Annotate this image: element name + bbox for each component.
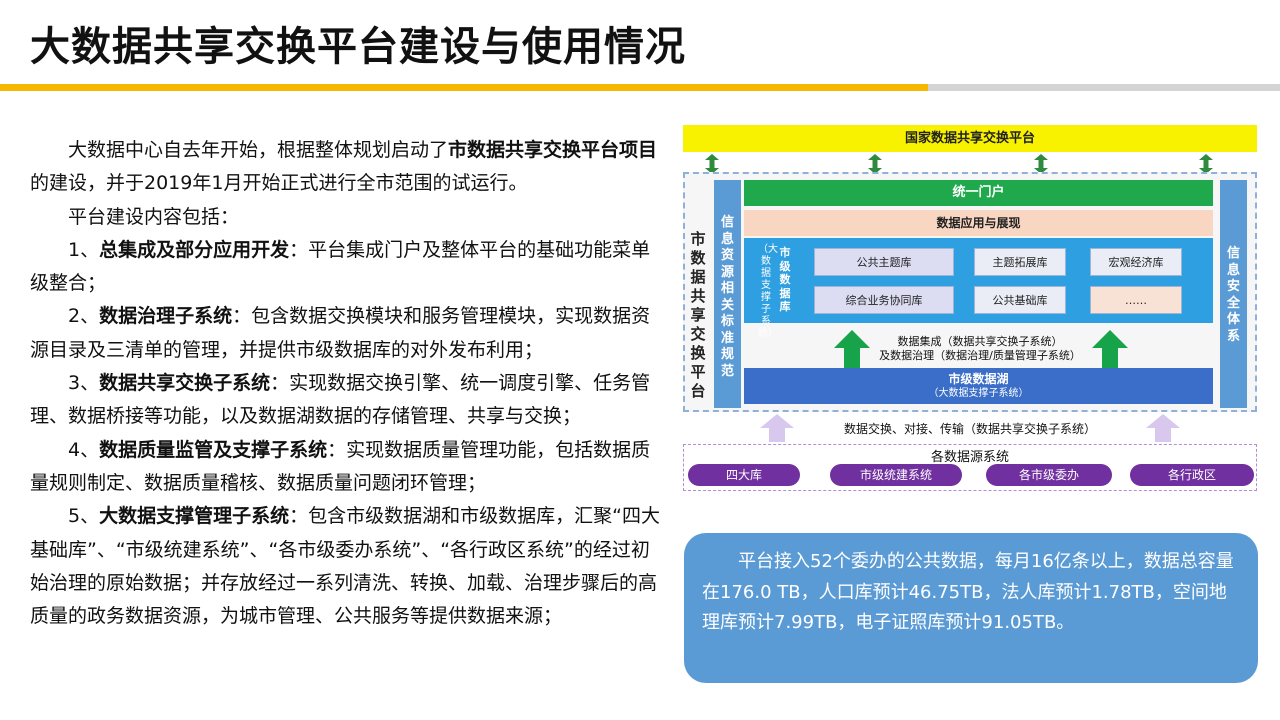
source-pill: 各市级委办 <box>986 464 1112 486</box>
list-heading: 平台建设内容包括： <box>68 205 240 228</box>
list-item-4: 4、数据质量监管及支撑子系统：实现数据质量管理功能，包括数据质量规则制定、数据质… <box>30 438 651 494</box>
db-box-more: …… <box>1090 286 1182 314</box>
up-arrow-icon <box>834 330 870 368</box>
db-box-public-base: 公共基础库 <box>974 286 1066 314</box>
title-underline-accent <box>0 84 928 91</box>
security-column: 信息安全体系 <box>1220 180 1247 408</box>
standards-column: 信息资源相关标准规范 <box>714 180 741 408</box>
data-sources-title: 各数据源系统 <box>930 450 1009 465</box>
double-arrow-icon <box>868 154 882 174</box>
architecture-diagram: 国家数据共享交换平台 市数据共享交换平台 信息资源相关标准规范 信息安全体系 统… <box>680 122 1260 494</box>
integration-line-2: 及数据治理（数据治理/质量管理子系统） <box>879 349 1081 362</box>
city-platform-label: 市数据共享交换平台 <box>690 230 706 400</box>
unified-portal: 统一门户 <box>744 180 1213 206</box>
intro-text: 大数据中心自去年开始，根据整体规划启动了 <box>68 139 449 161</box>
double-arrow-icon <box>1034 154 1048 174</box>
data-lake-subtitle: （大数据支撑子系统） <box>928 388 1029 399</box>
up-arrow-icon <box>1092 330 1128 368</box>
data-lake-title: 市级数据湖 <box>948 372 1009 386</box>
list-item-2: 2、数据治理子系统：包含数据交换模块和服务管理模块，实现数据资源目录及三清单的管… <box>30 305 651 361</box>
intro-bold: 市数据共享交换平台项目 <box>448 139 658 161</box>
db-box-business-collab: 综合业务协同库 <box>814 286 954 314</box>
integration-line-1: 数据集成（数据共享交换子系统） <box>897 335 1063 348</box>
up-arrow-icon <box>1146 414 1180 442</box>
city-data-lake: 市级数据湖 （大数据支撑子系统） <box>744 368 1213 404</box>
national-platform-bar: 国家数据共享交换平台 <box>683 125 1257 152</box>
source-pill: 市级统建系统 <box>830 464 962 486</box>
title-underline-gray <box>928 84 1280 91</box>
city-database-subtitle: （大数据支撑子系统） <box>758 244 778 339</box>
city-database-label: 市级数据库 <box>779 246 791 313</box>
double-arrow-icon <box>1199 154 1213 174</box>
content-text: 大数据中心自去年开始，根据整体规划启动了市数据共享交换平台项目的建设，并于201… <box>30 134 660 633</box>
list-item-3: 3、数据共享交换子系统：实现数据交换引擎、统一调度引擎、任务管理、数据桥接等功能… <box>30 372 651 428</box>
exchange-caption: 数据交换、对接、传输（数据共享交换子系统） <box>843 422 1096 436</box>
db-box-macro-economy: 宏观经济库 <box>1090 248 1182 276</box>
source-pill: 各行政区 <box>1130 464 1254 486</box>
statistics-text: 平台接入52个委办的公共数据，每月16亿条以上，数据总容量在176.0 TB，人… <box>702 551 1234 633</box>
statistics-callout: 平台接入52个委办的公共数据，每月16亿条以上，数据总容量在176.0 TB，人… <box>684 533 1258 683</box>
integration-caption: 数据集成（数据共享交换子系统） 及数据治理（数据治理/质量管理子系统） <box>830 335 1130 363</box>
source-pill: 四大库 <box>688 464 800 486</box>
intro-text-end: 的建设，并于2019年1月开始正式进行全市范围的试运行。 <box>30 172 528 195</box>
up-arrow-icon <box>760 414 794 442</box>
list-item-5: 5、大数据支撑管理子系统：包含市级数据湖和市级数据库，汇聚“四大基础库”、“市级… <box>30 505 660 628</box>
page-title: 大数据共享交换平台建设与使用情况 <box>30 24 686 70</box>
db-box-public-topic: 公共主题库 <box>814 248 954 276</box>
db-box-topic-extension: 主题拓展库 <box>974 248 1066 276</box>
data-application-bar: 数据应用与展现 <box>744 210 1213 236</box>
intro-paragraph: 大数据中心自去年开始，根据整体规划启动了市数据共享交换平台项目的建设，并于201… <box>30 134 660 201</box>
double-arrow-icon <box>705 154 719 174</box>
list-item-1: 1、总集成及部分应用开发：平台集成门户及整体平台的基础功能菜单级整合； <box>30 238 651 295</box>
